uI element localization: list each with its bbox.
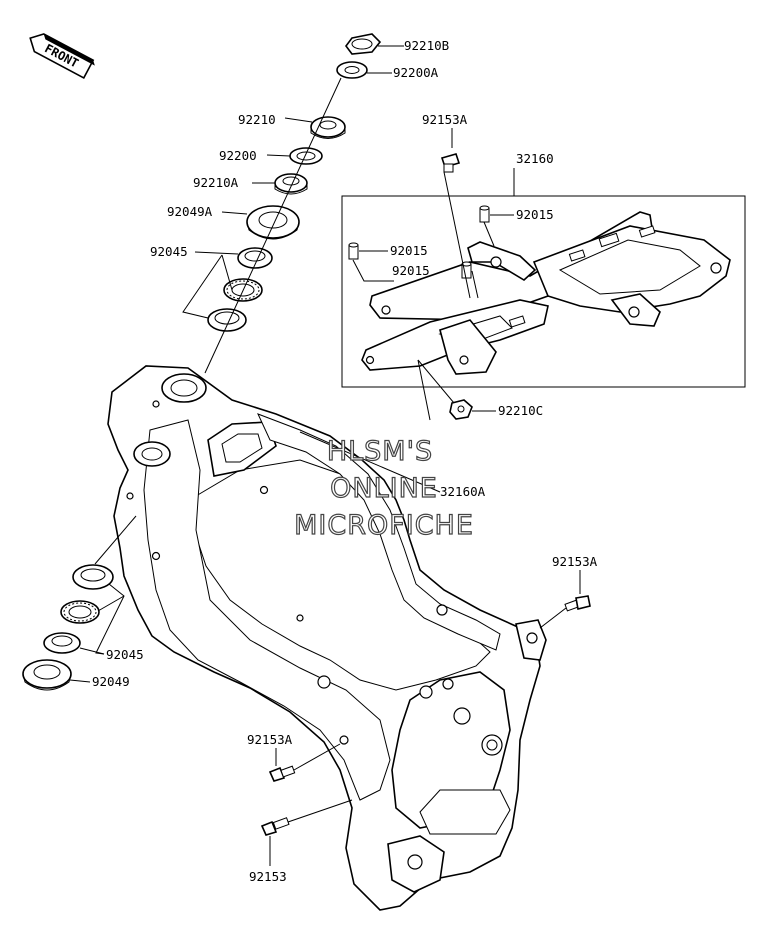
nut-92210C[interactable] xyxy=(449,399,473,420)
bolt-92153A-top[interactable] xyxy=(440,153,461,173)
label-92153A-left: 92153A xyxy=(247,732,293,747)
nut-92210B[interactable] xyxy=(345,33,382,55)
main-frame[interactable] xyxy=(107,365,547,911)
label-92210: 92210 xyxy=(238,112,276,127)
label-92015-c: 92015 xyxy=(392,263,430,278)
label-92049: 92049 xyxy=(92,674,130,689)
label-92200A: 92200A xyxy=(393,65,439,80)
label-92049A: 92049A xyxy=(167,204,213,219)
leader-lines-lower xyxy=(69,515,137,683)
collar-92015-b[interactable] xyxy=(348,242,359,260)
bolt-92153A-left[interactable] xyxy=(268,765,296,782)
bolt-92153[interactable] xyxy=(260,817,290,836)
label-92045-upper: 92045 xyxy=(150,244,188,259)
bolt-92153A-right[interactable] xyxy=(564,595,591,612)
watermark-line-1: HLSM'S xyxy=(327,436,433,467)
collar-92015-c[interactable] xyxy=(461,261,472,279)
rear-subframe[interactable] xyxy=(361,211,731,375)
front-direction-badge: FRONT xyxy=(29,33,95,79)
bearing-cup-upper[interactable] xyxy=(207,308,247,332)
nut-92210[interactable] xyxy=(310,116,346,139)
bearing-roller-lower[interactable] xyxy=(60,600,100,624)
seal-92049A[interactable] xyxy=(246,205,300,240)
label-92153A-right: 92153A xyxy=(552,554,598,569)
seal-92049[interactable] xyxy=(22,659,72,691)
washer-92200[interactable] xyxy=(289,147,323,165)
label-92153A-top: 92153A xyxy=(422,112,468,127)
collar-92015-a[interactable] xyxy=(479,205,490,223)
subframe-inset xyxy=(341,168,746,388)
nut-92210A[interactable] xyxy=(274,173,308,195)
label-92200: 92200 xyxy=(219,148,257,163)
label-32160A: 32160A xyxy=(440,484,486,499)
watermark-line-2: ONLINE xyxy=(330,473,438,504)
watermark-line-3: MICROFICHE xyxy=(294,510,474,541)
label-92210C: 92210C xyxy=(498,403,543,418)
label-92210A: 92210A xyxy=(193,175,239,190)
label-92015-a: 92015 xyxy=(516,207,554,222)
watermark: HLSM'S ONLINE MICROFICHE xyxy=(293,435,474,541)
label-92015-b: 92015 xyxy=(390,243,428,258)
label-32160: 32160 xyxy=(516,151,554,166)
label-92153: 92153 xyxy=(249,869,287,884)
label-92045-lower: 92045 xyxy=(106,647,144,662)
label-92210B: 92210B xyxy=(404,38,449,53)
leader-lines-upper xyxy=(182,45,404,374)
bearing-cup-lower[interactable] xyxy=(72,564,114,590)
washer-92200A[interactable] xyxy=(336,61,368,79)
bearing-race-lower[interactable] xyxy=(43,632,81,654)
